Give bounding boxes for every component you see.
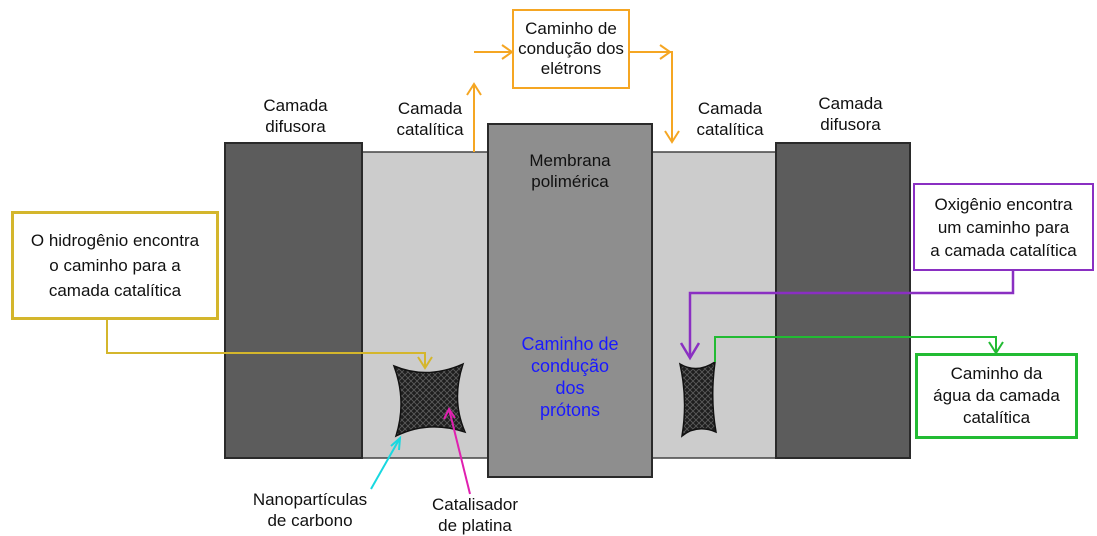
oxygen-label: Oxigênio encontra um caminho para a cama… bbox=[930, 194, 1077, 260]
hydrogen-label: O hidrogênio encontra o caminho para a c… bbox=[30, 231, 200, 300]
diffusion-layer-right-label: Camada difusora bbox=[818, 94, 883, 134]
membrane-label: Membrana polimérica bbox=[529, 151, 611, 191]
diffusion-layer-left-label: Camada difusora bbox=[263, 96, 328, 136]
arrowhead-icon bbox=[664, 130, 680, 144]
oxygen-box: Oxigênio encontra um caminho para a cama… bbox=[913, 183, 1094, 271]
arrowhead-icon bbox=[466, 82, 482, 96]
electron-path-from-box bbox=[630, 51, 673, 142]
oxygen-path bbox=[688, 271, 1015, 357]
carbon-nanoparticle-icon bbox=[678, 360, 717, 438]
electron-path-box: Caminho de condução dos elétrons bbox=[512, 9, 630, 89]
arrowhead-icon bbox=[443, 407, 456, 420]
catalytic-layer-left-label: Camada catalítica bbox=[396, 99, 464, 139]
platinum-catalyst-label: Catalisador de platina bbox=[432, 495, 518, 535]
water-path bbox=[714, 336, 997, 362]
catalytic-layer-right-label: Camada catalítica bbox=[696, 99, 764, 139]
arrowhead-icon bbox=[390, 435, 402, 451]
carbon-nanoparticles-label: Nanopartículas de carbono bbox=[252, 490, 368, 530]
arrowhead-icon bbox=[659, 44, 672, 60]
hydrogen-box: O hidrogênio encontra o caminho para a c… bbox=[11, 211, 219, 320]
polymer-membrane bbox=[487, 123, 653, 478]
arrowhead-icon bbox=[417, 356, 433, 370]
water-box: Caminho da água da camada catalítica bbox=[915, 353, 1078, 439]
platinum-pointer-arrow bbox=[448, 408, 471, 495]
diffusion-layer-left bbox=[224, 142, 363, 459]
hydrogen-path bbox=[106, 319, 426, 367]
carbon-nanoparticle-icon bbox=[392, 362, 467, 438]
carbon-pointer-arrow bbox=[370, 437, 401, 490]
arrowhead-icon bbox=[679, 342, 701, 361]
diffusion-layer-right bbox=[775, 142, 911, 459]
water-label: Caminho da água da camada catalítica bbox=[933, 364, 1060, 427]
electron-path-label: Caminho de condução dos elétrons bbox=[518, 19, 624, 78]
proton-path-label: Caminho de condução dos prótons bbox=[521, 334, 619, 420]
